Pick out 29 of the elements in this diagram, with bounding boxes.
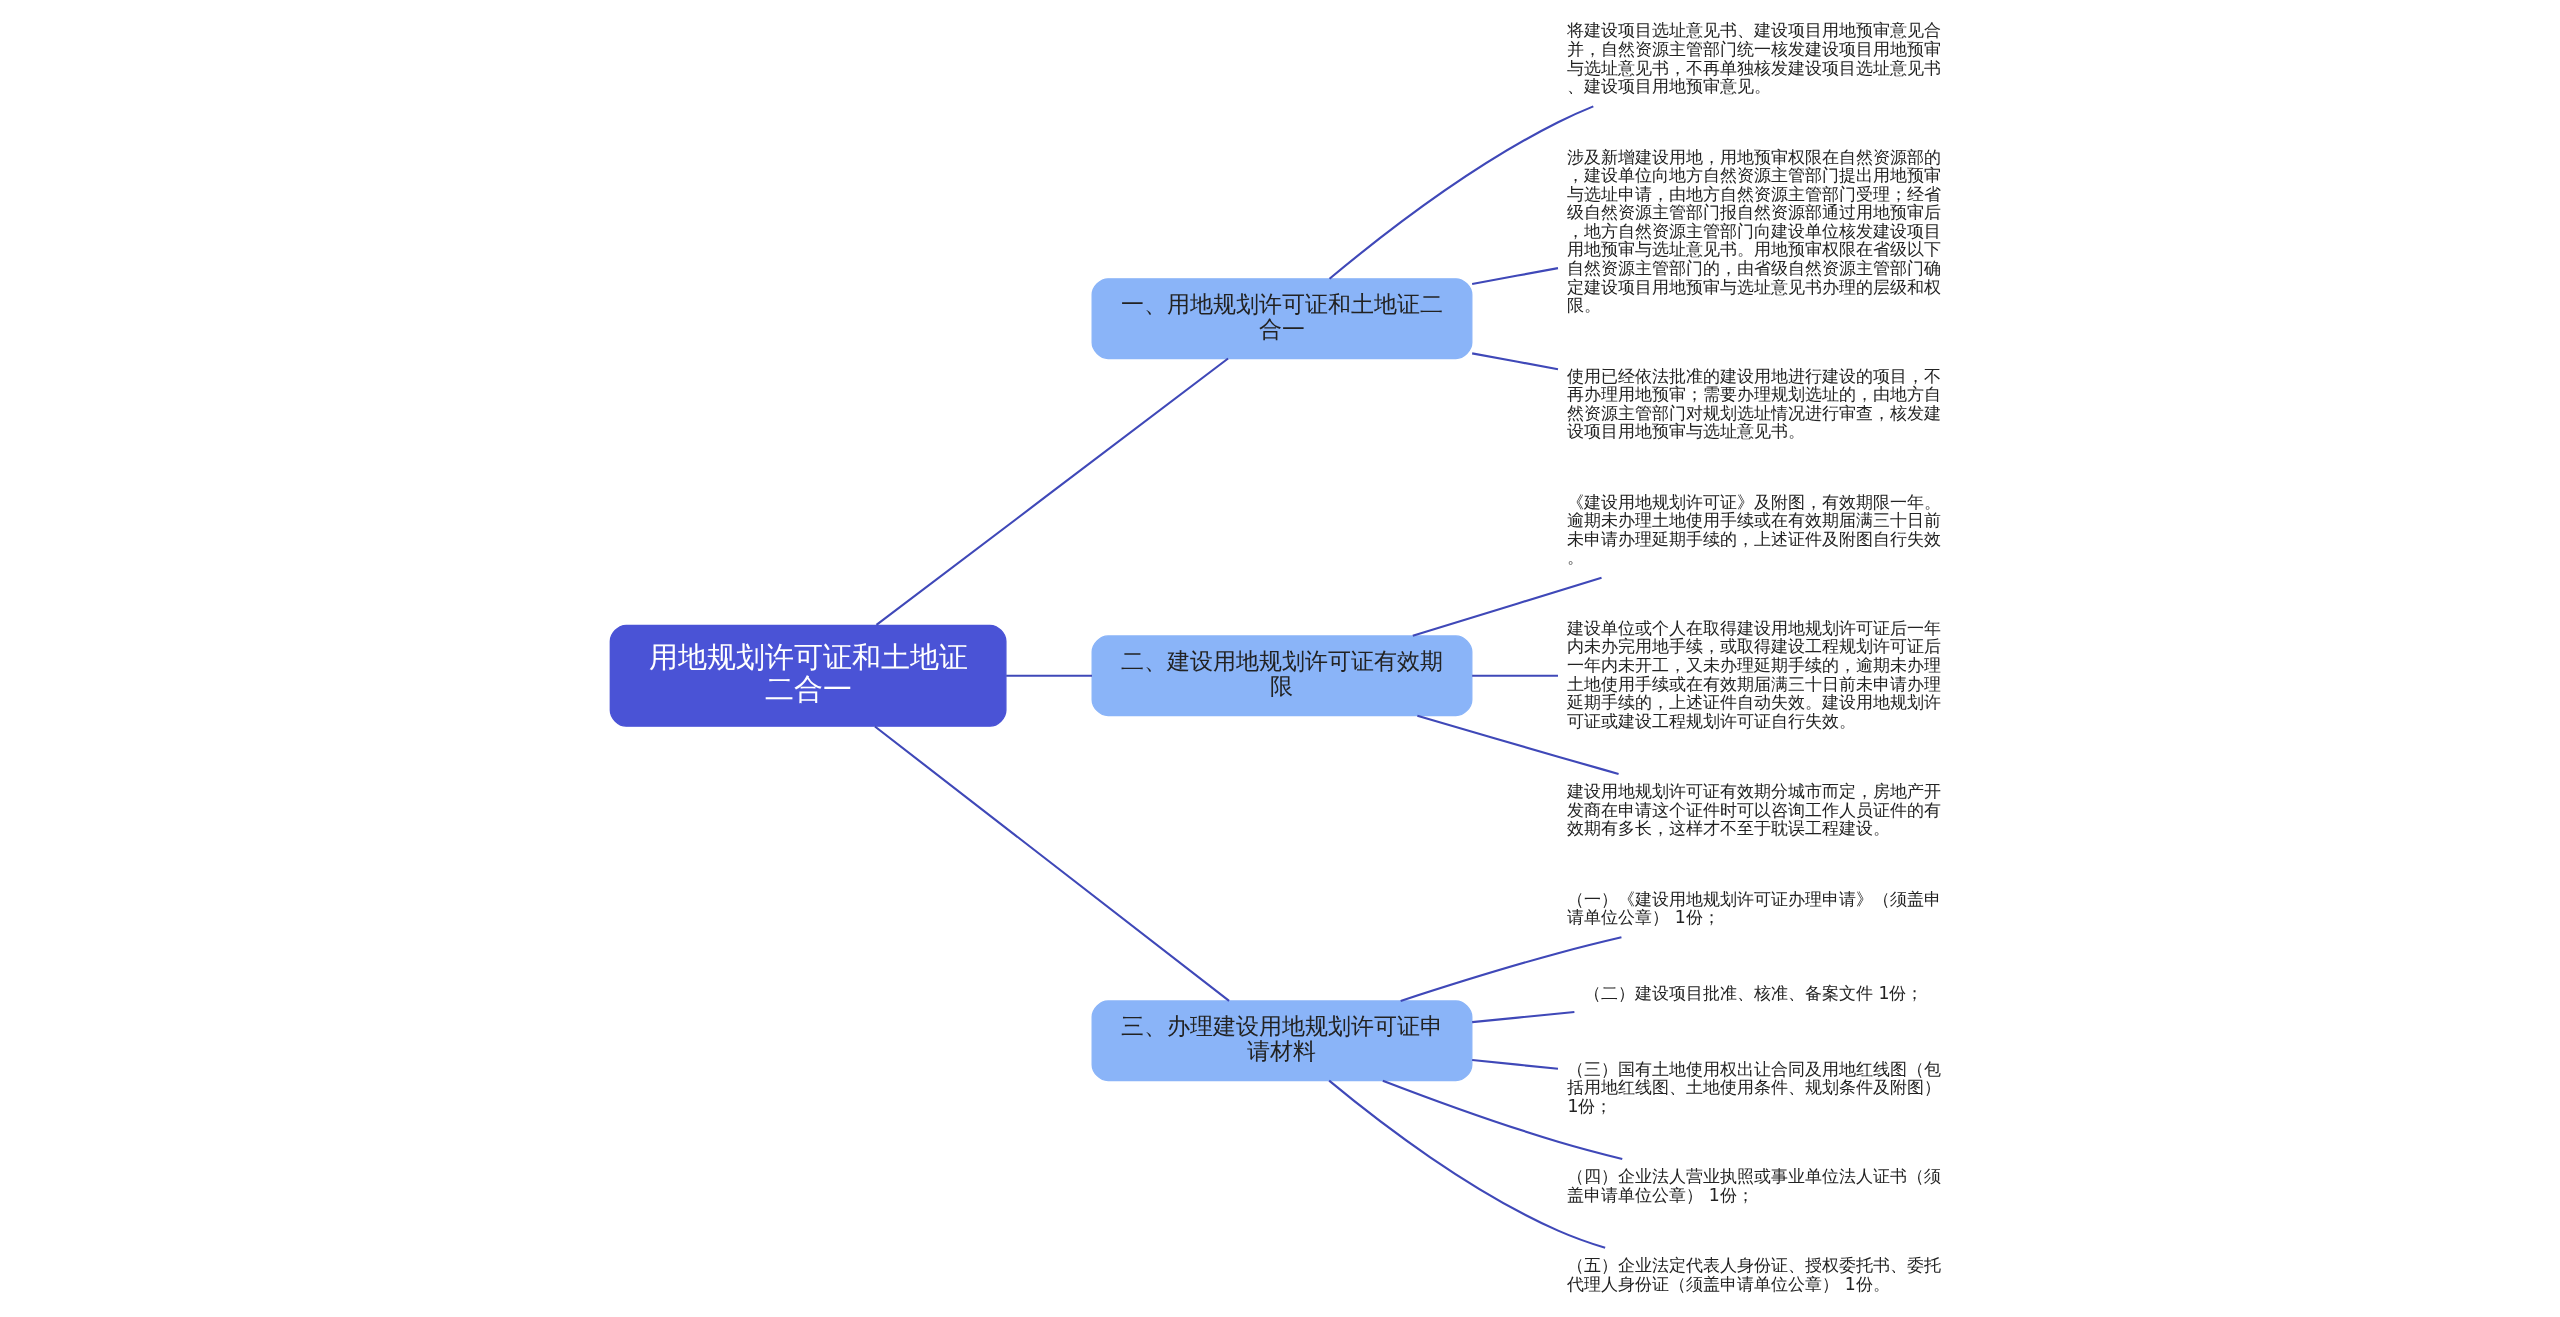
node-box: 用地规划许可证和土地证二合一: [609, 624, 1007, 727]
connector: [1472, 1059, 1559, 1070]
connector: [1471, 352, 1559, 371]
connector: [1472, 1010, 1575, 1024]
node-box: 三、办理建设用地规划许可证申请材料: [1091, 1000, 1473, 1082]
node-text: （一）《建设用地规划许可证办理申请》（须盖申请单位公章） 1份；: [1567, 888, 1942, 928]
connector: [1328, 1079, 1606, 1249]
node-text: （三）国有土地使用权出让合同及用地红线图（包括用地红线图、土地使用条件、规划条件及附图） 1份；: [1567, 1058, 1942, 1116]
node-text: 建设单位或个人在取得建设用地规划许可证后一年内未办完用地手续，或取得建设工程规划许可证后一年内未开工，又未办理延期手续的，逾期未办理土地使用手续或在有效期届满三十日前未申请办理延期手续的，上述证件自动失效。建设用地规划许可证或建设工程规划许可证自行失效。: [1567, 617, 1942, 731]
connector: [875, 357, 1229, 626]
connector: [874, 725, 1230, 1002]
connector: [1412, 576, 1602, 637]
node-text: （二）建设项目批准、核准、备案文件 1份；: [1583, 982, 1924, 1003]
connector: [1471, 267, 1559, 285]
node-text: 涉及新增建设用地，用地预审权限在自然资源部的，建设单位向地方自然资源主管部门提出用地预审与选址申请，由地方自然资源主管部门受理；经省级自然资源主管部门报自然资源部通过用地预审后，地方自然资源主管部门向建设单位核发建设项目用地预审与选址意见书。用地预审权限在省级以下自然资源主管部门的，由省级自然资源主管部门确定建设项目用地预审与选址意见书办理的层级和权限。: [1567, 146, 1942, 316]
node-box: 二、建设用地规划许可证有效期限: [1091, 635, 1473, 717]
connector: [1417, 714, 1619, 775]
connector: [1006, 674, 1092, 677]
node-text: 《建设用地规划许可证》及附图，有效期限一年。逾期未办理土地使用手续或在有效期届满三十日前未申请办理延期手续的，上述证件及附图自行失效。: [1567, 491, 1942, 568]
connector: [1472, 674, 1558, 677]
node-text: （五）企业法定代表人身份证、授权委托书、委托代理人身份证（须盖申请单位公章） 1份。: [1567, 1254, 1942, 1294]
node-text: 建设用地规划许可证有效期分城市而定，房地产开发商在申请这个证件时可以咨询工作人员证件的有效期有多长，这样才不至于耽误工程建设。: [1567, 781, 1942, 839]
node-text: （四）企业法人营业执照或事业单位法人证书（须盖申请单位公章） 1份；: [1567, 1166, 1942, 1205]
connector: [1400, 936, 1622, 1002]
node-text: 将建设项目选址意见书、建设项目用地预审意见合并，自然资源主管部门统一核发建设项目用地预审与选址意见书，不再单独核发建设项目选址意见书、建设项目用地预审意见。: [1567, 20, 1942, 97]
node-text: 使用已经依法批准的建设用地进行建设的项目，不再办理用地预审；需要办理规划选址的，由地方自然资源主管部门对规划选址情况进行审查，核发建设项目用地预审与选址意见书。: [1567, 365, 1942, 442]
connector: [1328, 105, 1594, 280]
node-box: 一、用地规划许可证和土地证二合一: [1091, 278, 1473, 360]
connector: [1382, 1079, 1623, 1160]
